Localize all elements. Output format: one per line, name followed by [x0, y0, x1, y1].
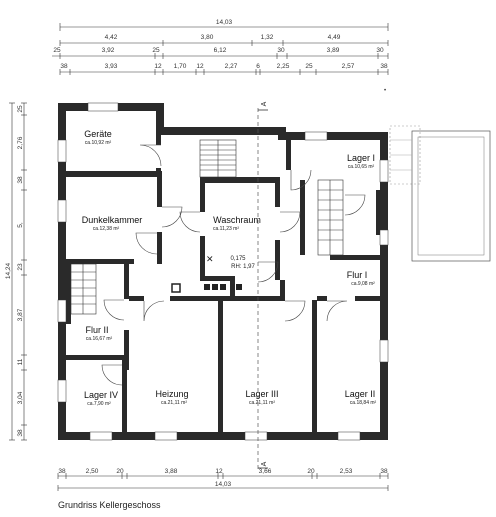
walls [57, 102, 389, 441]
room-flur-ii-name: Flur II [85, 325, 108, 335]
dim-top-r3-9: 2,57 [342, 63, 355, 70]
room-lager-i-name: Lager I [347, 153, 375, 163]
dim-top-r3-8: 25 [305, 63, 313, 70]
room-lager-ii-name: Lager II [345, 389, 376, 399]
dim-bottom-5: 3,66 [259, 468, 272, 475]
dim-bottom-3: 3,88 [165, 468, 178, 475]
dim-left-1: 2,76 [17, 136, 24, 149]
dim-bottom-1: 2,50 [86, 468, 99, 475]
dim-left-2: 38 [17, 176, 24, 184]
doors [101, 144, 366, 386]
section-line-a: A A [257, 101, 268, 470]
stair-right [317, 179, 344, 256]
stair-top-center [199, 139, 237, 178]
dim-top-r3-3: 1,70 [174, 63, 187, 70]
dim-bottom-2: 20 [116, 468, 124, 475]
section-marker-bottom: A [261, 461, 268, 466]
room-heizung-name: Heizung [155, 389, 188, 399]
room-lager-iii-name: Lager III [245, 389, 278, 399]
dim-bottom-7: 2,53 [340, 468, 353, 475]
plan-caption: Grundriss Kellergeschoss [58, 500, 161, 510]
room-dunkelkammer-area: ca.12,38 m² [93, 226, 120, 232]
room-waschraum-name: Waschraum [213, 215, 261, 225]
room-flur-i-name: Flur I [347, 270, 368, 280]
dim-top-r3-6: 6 [256, 63, 260, 70]
dim-top-r1-1: 3,80 [201, 34, 214, 41]
dim-top-r3-4: 12 [196, 63, 204, 70]
dim-top-r3-7: 2,25 [277, 63, 290, 70]
left-dimensions: 14,24 25 2,76 38 5, 23 3,87 11 3,04 38 [5, 102, 27, 441]
dim-left-7: 3,04 [17, 391, 24, 404]
dim-top-total: 14,03 [216, 19, 233, 26]
dim-top-r3-10: 38 [380, 63, 388, 70]
room-waschraum-area: ca.11,23 m² [213, 226, 239, 232]
dim-bottom-total: 14,03 [215, 481, 232, 488]
room-lager-ii-area: ca.18,84 m² [350, 400, 377, 406]
dim-bottom-0: 38 [58, 468, 66, 475]
room-dunkelkammer-name: Dunkelkammer [82, 215, 143, 225]
room-lager-iv-name: Lager IV [84, 390, 118, 400]
section-marker-top: A [261, 101, 268, 106]
dim-top-r2-1: 3,92 [102, 47, 115, 54]
bottom-dimensions: 38 2,50 20 3,88 12 3,66 20 2,53 38 14,03 [57, 468, 389, 491]
dim-top-r3-5: 2,27 [225, 63, 238, 70]
dim-top-r2-2: 25 [152, 47, 160, 54]
dim-top-r1-3: 4,49 [328, 34, 341, 41]
room-lager-iii-area: ca.21,11 m² [249, 400, 275, 406]
room-flur-ii-area: ca.16,67 m² [86, 336, 113, 342]
dim-left-8: 38 [17, 429, 24, 437]
dim-top-r1-2: 1,32 [261, 34, 274, 41]
room-lager-i-area: ca.10,65 m² [348, 164, 375, 170]
dim-top-r2-5: 3,89 [327, 47, 340, 54]
room-flur-i-area: ca.9,08 m² [351, 281, 375, 287]
dim-bottom-6: 20 [307, 468, 315, 475]
dim-left-5: 3,87 [17, 308, 24, 321]
room-geraete-name: Geräte [84, 129, 112, 139]
top-dimensions: 14,03 4,42 3,80 1,32 4,49 25 3,92 25 6,1… [52, 19, 389, 75]
dim-bottom-4: 12 [215, 468, 223, 475]
dim-left-6: 11 [17, 358, 24, 365]
exterior-annex: • [384, 88, 491, 262]
dim-top-r2-6: 30 [376, 47, 384, 54]
dim-top-r3-0: 38 [60, 63, 68, 70]
dim-left-total: 14,24 [5, 262, 12, 279]
dim-left-3: 5, [17, 222, 24, 228]
dim-top-r2-0: 25 [53, 47, 61, 54]
dim-top-r2-3: 6,12 [214, 47, 227, 54]
room-lager-iv-area: ca.7,90 m² [87, 401, 111, 407]
room-geraete-area: ca.10,92 m² [85, 140, 112, 146]
corner-mark: • [384, 88, 386, 94]
room-heizung-area: ca.21,11 m² [161, 400, 187, 406]
dim-left-0: 25 [17, 105, 24, 113]
dim-top-r3-2: 12 [154, 63, 162, 70]
dim-top-r3-1: 3,93 [105, 63, 118, 70]
dim-top-r1-0: 4,42 [105, 34, 118, 41]
height-annotation: 0,175 RH: 1,97 ✕ [206, 254, 255, 270]
stair-left [70, 263, 97, 315]
height-mark-2: 0,175 [230, 256, 246, 262]
dim-left-4: 23 [17, 263, 24, 271]
heating-units [171, 283, 242, 293]
dim-top-r2-4: 30 [277, 47, 285, 54]
room-labels: Geräte ca.10,92 m² Dunkelkammer ca.12,38… [82, 129, 377, 407]
dim-bottom-8: 38 [380, 468, 388, 475]
height-mark: RH: 1,97 [231, 264, 255, 270]
height-symbol: ✕ [206, 254, 214, 264]
